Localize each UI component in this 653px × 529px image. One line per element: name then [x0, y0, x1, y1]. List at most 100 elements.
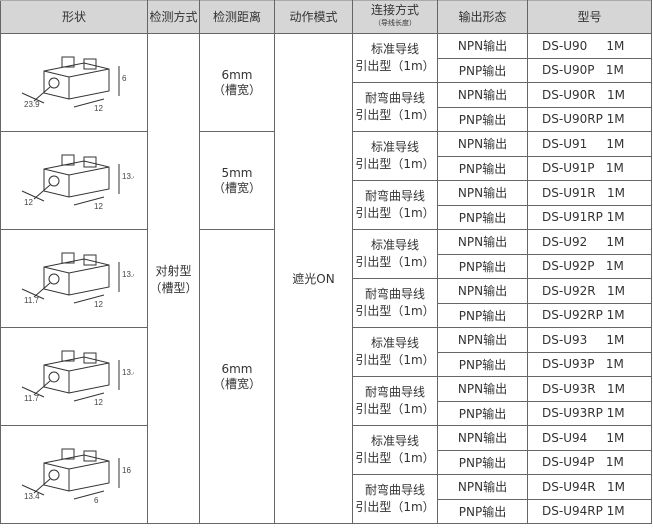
dimension-label: 13.4 [122, 270, 134, 279]
model-number: DS-U90P 1M [527, 57, 652, 83]
dimension-label: 12 [94, 202, 103, 211]
output-type: PNP输出 [437, 106, 528, 132]
output-type: PNP输出 [437, 57, 528, 83]
model-number: DS-U91RP 1M [527, 204, 652, 230]
model-number: DS-U93R 1M [527, 376, 652, 402]
connection-standard: 标准导线 引出型（1m） [352, 327, 438, 377]
output-type: PNP输出 [437, 253, 528, 279]
header-distance: 检测距离 [199, 0, 275, 34]
sensor-drawing: 12 13.4 12 [21, 154, 138, 211]
connection-standard: 标准导线 引出型（1m） [352, 33, 438, 83]
header-action: 动作模式 [274, 0, 353, 34]
connection-flex: 耐弯曲导线 引出型（1m） [352, 180, 438, 230]
output-type: NPN输出 [437, 82, 528, 108]
output-type: PNP输出 [437, 155, 528, 181]
output-type: NPN输出 [437, 474, 528, 500]
model-number: DS-U90 1M [527, 33, 652, 59]
dimension-label: 11.7 [24, 296, 40, 305]
shape-cell: 12 13.4 12 [0, 131, 148, 230]
output-type: NPN输出 [437, 425, 528, 451]
header-shape: 形状 [0, 0, 148, 34]
dimension-label: 12 [94, 300, 103, 309]
connection-flex: 耐弯曲导线 引出型（1m） [352, 278, 438, 328]
model-number: DS-U92RP 1M [527, 302, 652, 328]
model-number: DS-U91P 1M [527, 155, 652, 181]
model-number: DS-U94R 1M [527, 474, 652, 500]
sensor-drawing: 13.4 16 6 [21, 448, 131, 505]
dimension-label: 6 [122, 74, 127, 83]
output-type: NPN输出 [437, 376, 528, 402]
model-number: DS-U94P 1M [527, 449, 652, 475]
model-number: DS-U91R 1M [527, 180, 652, 206]
model-number: DS-U94 1M [527, 425, 652, 451]
dimension-label: 6 [94, 496, 99, 505]
model-number: DS-U94RP 1M [527, 498, 652, 524]
output-type: PNP输出 [437, 302, 528, 328]
output-type: NPN输出 [437, 229, 528, 255]
sensor-drawing: 11.7 13.4 12 [21, 252, 138, 309]
output-type: NPN输出 [437, 131, 528, 157]
sensor-drawing: 23.9 6 12 [21, 56, 127, 113]
dimension-label: 12 [24, 198, 33, 207]
dimension-label: 13.4 [24, 492, 40, 501]
connection-flex: 耐弯曲导线 引出型（1m） [352, 82, 438, 132]
model-number: DS-U93 1M [527, 327, 652, 353]
dimension-label: 13.4 [122, 368, 134, 377]
output-type: PNP输出 [437, 351, 528, 377]
model-number: DS-U92R 1M [527, 278, 652, 304]
header-method: 检测方式 [147, 0, 200, 34]
connection-standard: 标准导线 引出型（1m） [352, 425, 438, 475]
model-number: DS-U92 1M [527, 229, 652, 255]
dimension-label: 12 [94, 104, 103, 113]
distance-cell: 6mm （槽宽） [199, 33, 275, 132]
connection-standard: 标准导线 引出型（1m） [352, 131, 438, 181]
header-connection-sub: （导线长度） [374, 19, 416, 27]
dimension-label: 13.4 [122, 172, 134, 181]
shape-cell: 11.7 13.4 12 [0, 327, 148, 426]
header-row: 形状 检测方式 检测距离 动作模式 连接方式 （导线长度） 输出形态 型号 [0, 0, 652, 34]
output-type: PNP输出 [437, 498, 528, 524]
output-type: NPN输出 [437, 278, 528, 304]
dimension-label: 23.9 [24, 100, 40, 109]
output-type: NPN输出 [437, 33, 528, 59]
dimension-label: 11.7 [24, 394, 40, 403]
connection-flex: 耐弯曲导线 引出型（1m） [352, 474, 438, 524]
header-model: 型号 [527, 0, 652, 34]
output-type: PNP输出 [437, 400, 528, 426]
model-number: DS-U91 1M [527, 131, 652, 157]
model-number: DS-U92P 1M [527, 253, 652, 279]
header-connection: 连接方式 （导线长度） [352, 0, 438, 34]
dimension-label: 16 [122, 466, 131, 475]
distance-cell: 6mm （槽宽） [199, 229, 275, 524]
output-type: NPN输出 [437, 180, 528, 206]
shape-cell: 23.9 6 12 [0, 33, 148, 132]
model-number: DS-U90RP 1M [527, 106, 652, 132]
model-number: DS-U90R 1M [527, 82, 652, 108]
output-type: NPN输出 [437, 327, 528, 353]
method-cell: 对射型 （槽型） [147, 33, 200, 524]
header-connection-label: 连接方式 [370, 3, 419, 17]
distance-cell: 5mm （槽宽） [199, 131, 275, 230]
shape-cell: 11.7 13.4 12 [0, 229, 148, 328]
output-type: PNP输出 [437, 449, 528, 475]
dimension-label: 12 [94, 398, 103, 407]
sensor-drawing: 11.7 13.4 12 [21, 350, 138, 407]
connection-flex: 耐弯曲导线 引出型（1m） [352, 376, 438, 426]
output-type: PNP输出 [437, 204, 528, 230]
model-number: DS-U93RP 1M [527, 400, 652, 426]
header-output: 输出形态 [437, 0, 528, 34]
action-cell: 遮光ON [274, 33, 353, 524]
